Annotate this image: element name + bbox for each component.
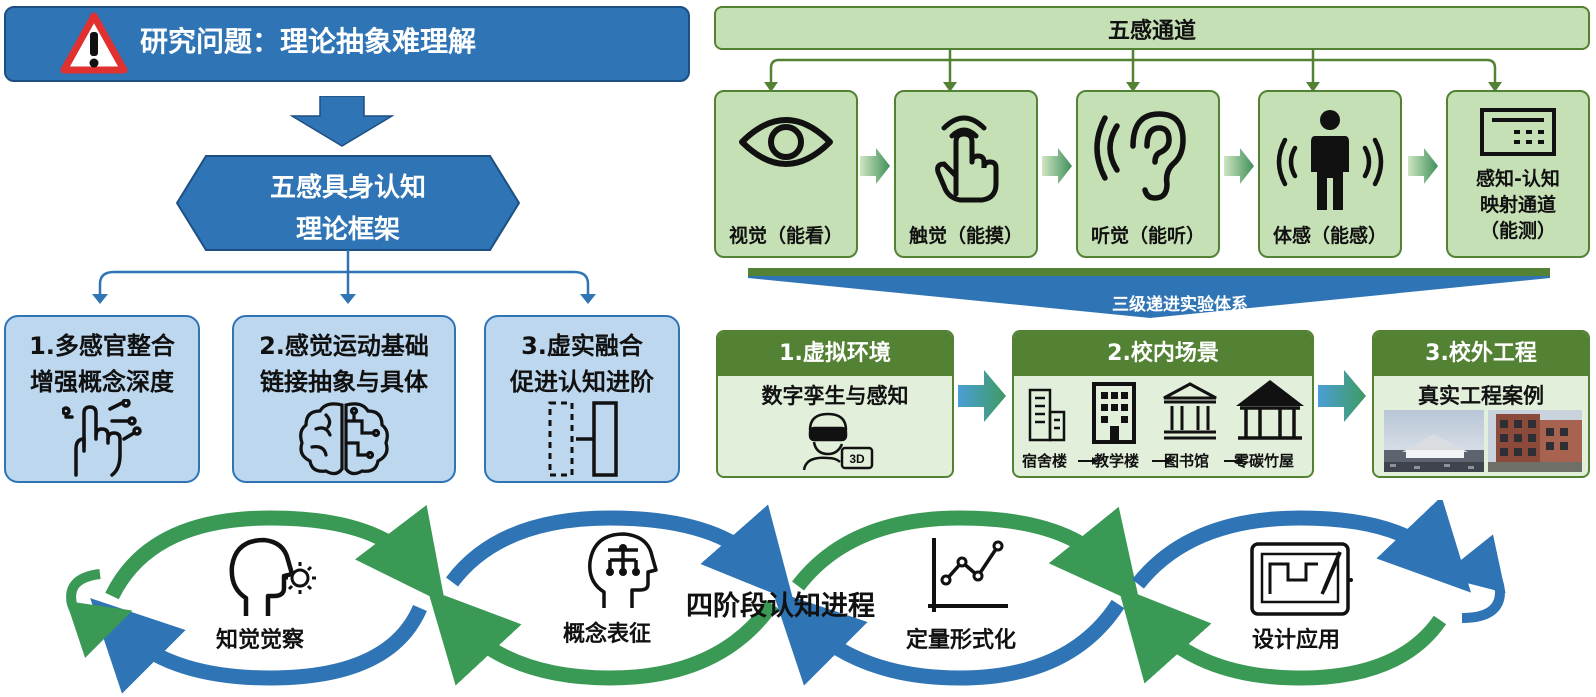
arrow-visual-to-touch [860,148,890,184]
experiment-level-3: 3.校外工程 真实工程案例 [1372,330,1590,478]
experiment-level-3-title: 3.校外工程 [1374,332,1588,376]
principle-1-line1: 1.多感官整合 [29,332,175,360]
ear-icon [1094,111,1186,201]
sense-label-body: 体感（能感） [1272,225,1387,247]
principle-box-1: 1.多感官整合 增强概念深度 [4,315,200,483]
engineering-photo-station [1384,410,1484,472]
principle-box-3: 3.虚实融合 促进认知进阶 [484,315,680,483]
sense-label-mapping-line2: 映射通道 [1479,194,1556,216]
experiment-level-1-title: 1.虚拟环境 [718,332,952,376]
channels-title: 五感通道 [1107,19,1196,44]
dormitory-icon [1028,388,1066,442]
teaching-building-icon [1092,382,1136,444]
sense-box-body: 体感（能感） [1258,90,1402,258]
building-label-teaching: 教学楼 [1094,452,1140,470]
principle-2-line1: 2.感觉运动基础 [259,332,429,360]
experiment-level-2-title: 2.校内场景 [1014,332,1312,376]
framework-title-line1: 五感具身认知 [269,173,426,203]
sense-box-touch: 触觉（能摸） [894,90,1038,258]
warning-icon [60,12,128,74]
line-chart-icon [928,538,1008,612]
engineering-photo-building [1488,410,1582,472]
cycle-arc-3-bottom [772,590,1125,686]
vr-3d-icon: 3D [802,412,874,471]
sense-label-mapping: 感知-认知 映射通道 （能测） [1448,166,1588,244]
stage-label-perception: 知觉觉察 [216,628,305,653]
arrow-campus-to-offcampus [1318,370,1366,422]
cycle-arc-1-bottom [90,598,427,694]
sense-label-visual: 视觉（能看） [728,225,843,247]
experiment-system-title: 三级递进实验体系 [1112,295,1248,315]
campus-flow-arrows [1078,457,1244,465]
sense-label-touch: 触觉（能摸） [908,225,1023,247]
zero-carbon-bamboo-house-icon [1236,380,1304,440]
virtual-real-icon [548,401,618,477]
cycle-arc-2-top [446,504,794,602]
library-icon [1163,382,1217,440]
design-tablet-icon [1250,542,1353,616]
building-label-library: 图书馆 [1164,452,1210,470]
measure-panel-icon [1480,108,1556,156]
principle-3-line2: 促进认知进阶 [510,368,654,396]
cycle-loop-left [66,569,133,658]
channels-distribution-connector [764,50,1502,92]
arrow-hearing-to-body [1224,148,1254,184]
body-icon [1276,110,1384,210]
arrow-virtual-to-campus [958,370,1006,422]
head-sun-icon [229,537,316,616]
arrow-touch-to-hearing [1042,148,1072,184]
channels-header [714,6,1590,50]
building-label-bamboo-house: 零碳竹屋 [1234,452,1295,470]
principle-box-2: 2.感觉运动基础 链接抽象与具体 [232,315,456,483]
stage-label-design: 设计应用 [1252,628,1341,653]
brain-circuit-icon [299,402,389,476]
sense-box-visual: 视觉（能看） [714,90,858,258]
cycle-arc-2-bottom [427,589,779,686]
down-arrow-icon [290,96,394,147]
sense-box-mapping: 感知-认知 映射通道 （能测） [1446,90,1590,258]
touch-network-icon [62,399,142,477]
arrow-body-to-mapping [1408,148,1438,184]
sense-label-hearing: 听觉（能听） [1090,225,1205,247]
cycle-arc-3-top [792,506,1141,605]
experiment-level-1: 1.虚拟环境 数字孪生与感知 3D [716,330,954,478]
sense-label-mapping-line1: 感知-认知 [1476,168,1560,190]
stage-label-quantify: 定量形式化 [906,628,1017,653]
research-problem-title: 研究问题：理论抽象难理解 [140,25,477,58]
principle-1-line2: 增强概念深度 [30,368,174,396]
vr-3d-badge: 3D [849,452,865,466]
cycle-arc-4-bottom [1117,586,1447,686]
framework-branch-connector [92,250,596,304]
cycle-title: 四阶段认知进程 [686,591,875,622]
building-label-dormitory: 宿舍楼 [1022,452,1068,470]
principle-3-line1: 3.虚实融合 [521,332,643,360]
framework-title-line2: 理论框架 [295,215,400,245]
framework-hexagon [176,155,520,251]
eye-icon [739,117,833,167]
cycle-loop-right [1440,534,1506,623]
cycle-arc-1-top [105,504,446,604]
experiment-level-1-subtitle: 数字孪生与感知 [761,384,909,408]
stage-label-concept: 概念表征 [563,622,652,647]
cycle-arc-4-top [1132,500,1472,593]
sense-box-hearing: 听觉（能听） [1076,90,1220,258]
experiment-level-3-subtitle: 真实工程案例 [1418,384,1544,408]
principle-2-line2: 链接抽象与具体 [260,368,428,396]
touch-icon [935,115,999,203]
head-network-icon [588,532,658,608]
experiment-level-2: 2.校内场景 宿舍楼 教学楼 图书馆 零碳竹屋 [1012,330,1314,478]
sense-label-mapping-line3: （能测） [1479,220,1556,242]
four-stage-cycle [66,500,1506,694]
